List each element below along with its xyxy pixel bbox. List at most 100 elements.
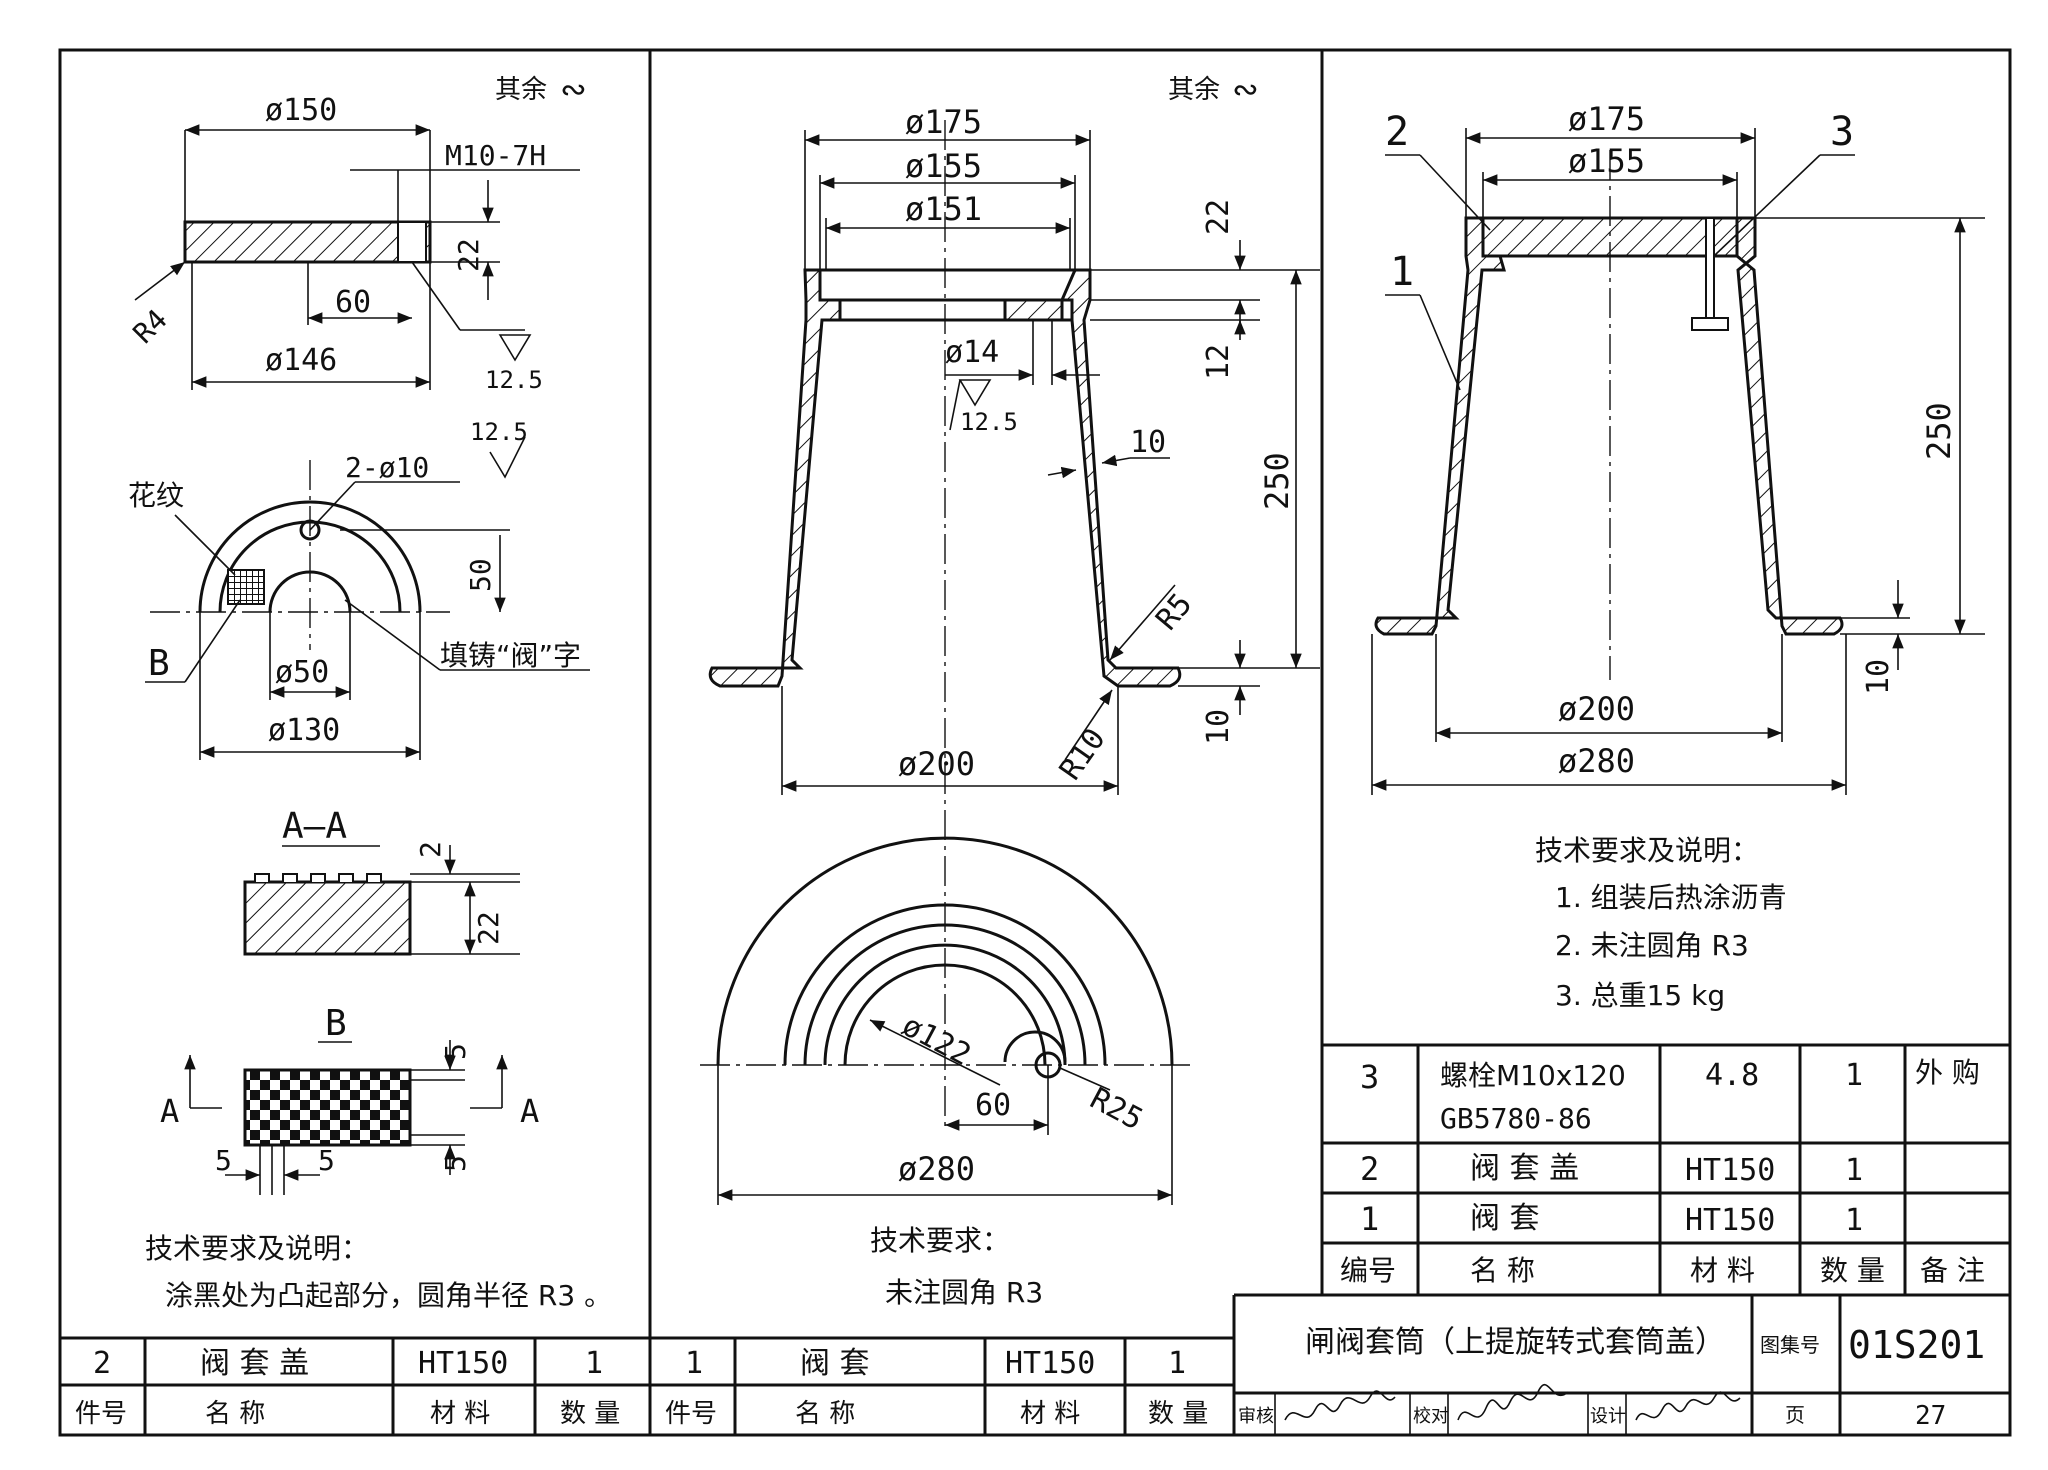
part-table-sleeve-material: HT150 [1005, 1346, 1095, 1381]
detail-b-dim-5-left: 5 [215, 1144, 232, 1177]
sleeve-plan-ring-1 [783, 903, 1107, 1066]
sleeve-plan-ring-4 [843, 963, 1047, 1066]
assembly-notes-title: 技术要求及说明： [1535, 834, 1759, 867]
part-table-cover: 2 阀 套 盖 HT150 1 件号 名 称 材 料 数 量 [60, 1336, 650, 1435]
part-table-cover-qty: 1 [585, 1346, 603, 1381]
part-number-2: 2 [1385, 109, 1409, 155]
section-aa-body [243, 880, 412, 956]
page-number: 27 [1915, 1401, 1946, 1431]
cover-view-b-label: B [148, 643, 170, 684]
assembly-dia-155: ø155 [1568, 142, 1645, 180]
cover-pattern-patch [227, 569, 265, 605]
page-label: 页 [1785, 1403, 1805, 1427]
sleeve-dim-22: 22 [1201, 199, 1236, 235]
section-aa-title: A—A [282, 806, 347, 847]
cover-dia-130: ø130 [268, 713, 340, 748]
part-table-sleeve: 1 阀 套 HT150 1 件号 名 称 材 料 数 量 [650, 1295, 1236, 1435]
bom-header-name: 名 称 [1470, 1254, 1535, 1287]
panel-assembly: 2 3 1 ø175 ø155 250 10 ø200 ø280 技术要求及说明… [1371, 100, 1985, 1012]
sleeve-dia-280: ø280 [898, 1150, 975, 1188]
part-table-cover-material: HT150 [418, 1346, 508, 1381]
bom-header-qty: 数 量 [1820, 1254, 1885, 1287]
cover-cast-text: 填铸“阀”字 [440, 639, 581, 672]
sleeve-dia-175: ø175 [905, 103, 982, 141]
sleeve-boss [1003, 298, 1064, 322]
bom-row-2-no: 2 [1360, 1150, 1379, 1188]
section-aa-dim-2: 2 [414, 841, 447, 858]
cover-bolt-hole [397, 221, 427, 263]
bom-row-3-name: 螺栓M10x120 [1440, 1059, 1626, 1092]
atlas-label: 图集号 [1760, 1333, 1820, 1357]
detail-b-dim-5-right: 5 [318, 1144, 335, 1177]
cover-plate-section [183, 220, 432, 264]
cover-dia-146: ø146 [265, 343, 337, 378]
assembly-right-wall [1735, 216, 1844, 636]
design-signature [1635, 1391, 1741, 1421]
part-table-cover-h-no: 件号 [75, 1399, 127, 1429]
assembly-height-250: 250 [1920, 402, 1958, 460]
detail-b-dim-5-top: 5 [439, 1043, 472, 1060]
sleeve-dia-155: ø155 [905, 147, 982, 185]
sleeve-notes-text: 未注圆角 R3 [885, 1276, 1043, 1309]
part-number-1: 1 [1390, 249, 1414, 295]
surface-finish-other: 其余 [495, 75, 547, 105]
part-table-cover-h-material: 材 料 [430, 1399, 490, 1429]
atlas-number: 01S201 [1848, 1323, 1985, 1367]
assembly-bolt [1705, 217, 1715, 319]
bom-table: 3 螺栓M10x120 GB5780-86 4.8 1 外 购 2 阀 套 盖 … [1234, 1043, 2010, 1297]
sleeve-dia-122: ø122 [896, 1008, 976, 1073]
part-table-sleeve-no: 1 [685, 1346, 703, 1381]
bom-row-3-qty: 1 [1845, 1058, 1863, 1093]
part-table-sleeve-h-no: 件号 [665, 1399, 717, 1429]
sleeve-plan-ring-3 [823, 943, 1067, 1066]
detail-b-knurl [243, 1068, 412, 1147]
bom-row-3-name2: GB5780-86 [1440, 1102, 1592, 1135]
sleeve-dia-151: ø151 [905, 190, 982, 228]
assembly-dia-200: ø200 [1558, 690, 1635, 728]
section-aa-dim-22: 22 [472, 911, 505, 945]
bom-header-no: 编号 [1340, 1254, 1396, 1287]
review-signature [1284, 1390, 1396, 1421]
sleeve-dia-200: ø200 [898, 745, 975, 783]
assembly-dia-175: ø175 [1568, 100, 1645, 138]
sleeve-wall-10: 10 [1130, 425, 1166, 460]
assembly-note-1: 1. 组装后热涂沥青 [1555, 881, 1787, 914]
bom-header-material: 材 料 [1690, 1254, 1755, 1287]
sleeve-dia-14: ø14 [945, 335, 999, 370]
panel-sleeve: 其余 ∾ ø175 ø155 ø151 22 12 ø14 12.5 10 25… [700, 70, 1320, 1309]
surface-finish-other-2: 其余 [1168, 75, 1220, 105]
cover-holes-2-d10: 2-ø10 [345, 451, 429, 484]
part-table-sleeve-h-qty: 数 量 [1148, 1399, 1208, 1429]
bom-row-2-qty: 1 [1845, 1153, 1863, 1188]
part-table-cover-h-name: 名 称 [205, 1399, 265, 1429]
sleeve-right-wall [1059, 268, 1182, 688]
cover-dia-50: ø50 [275, 655, 329, 690]
part-number-3: 3 [1830, 109, 1854, 155]
sleeve-plan-ring-2 [803, 923, 1087, 1066]
cover-notes-title: 技术要求及说明： [145, 1232, 369, 1265]
sleeve-left-wall [708, 268, 842, 688]
bom-row-3-remark: 外 购 [1915, 1056, 1980, 1089]
roughness-12-5-b: 12.5 [470, 418, 528, 446]
bom-row-2-material: HT150 [1685, 1153, 1775, 1188]
cover-plan-outer [198, 500, 422, 613]
part-table-cover-name: 阀 套 盖 [200, 1346, 309, 1381]
cover-radius-r4: R4 [127, 303, 174, 350]
part-table-sleeve-h-name: 名 称 [795, 1399, 855, 1429]
cover-dia-150: ø150 [265, 93, 337, 128]
bom-row-1-name: 阀 套 [1470, 1201, 1540, 1236]
surface-finish-symbol-2: ∾ [1232, 70, 1259, 108]
part-table-sleeve-h-material: 材 料 [1020, 1399, 1080, 1429]
cover-dim-50: 50 [464, 558, 497, 592]
roughness-12-5-a: 12.5 [485, 366, 543, 394]
design-label: 设计 [1590, 1406, 1626, 1427]
part-table-cover-h-qty: 数 量 [560, 1399, 620, 1429]
cover-dim-60: 60 [335, 285, 371, 320]
sheet-border [58, 48, 2012, 1437]
check-label: 校对 [1413, 1406, 1449, 1427]
roughness-12-5-c: 12.5 [960, 408, 1018, 436]
bom-row-1-material: HT150 [1685, 1203, 1775, 1238]
review-label: 审核 [1238, 1406, 1274, 1427]
sleeve-radius-r5: R5 [1149, 587, 1199, 637]
